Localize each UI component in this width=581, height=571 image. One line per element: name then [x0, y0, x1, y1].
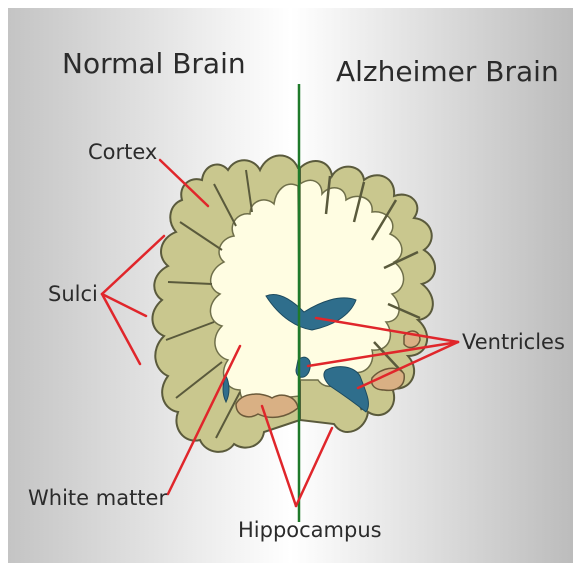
cortex-label: Cortex [88, 142, 157, 163]
normal-brain-heading: Normal Brain [62, 50, 246, 78]
sulci-label: Sulci [48, 284, 98, 305]
normal-hippocampus [236, 394, 298, 417]
alzheimer-brain-heading: Alzheimer Brain [336, 58, 559, 86]
white-matter-label: White matter [28, 488, 167, 509]
hippocampus-label: Hippocampus [238, 520, 382, 541]
ventricles-label: Ventricles [462, 332, 565, 353]
